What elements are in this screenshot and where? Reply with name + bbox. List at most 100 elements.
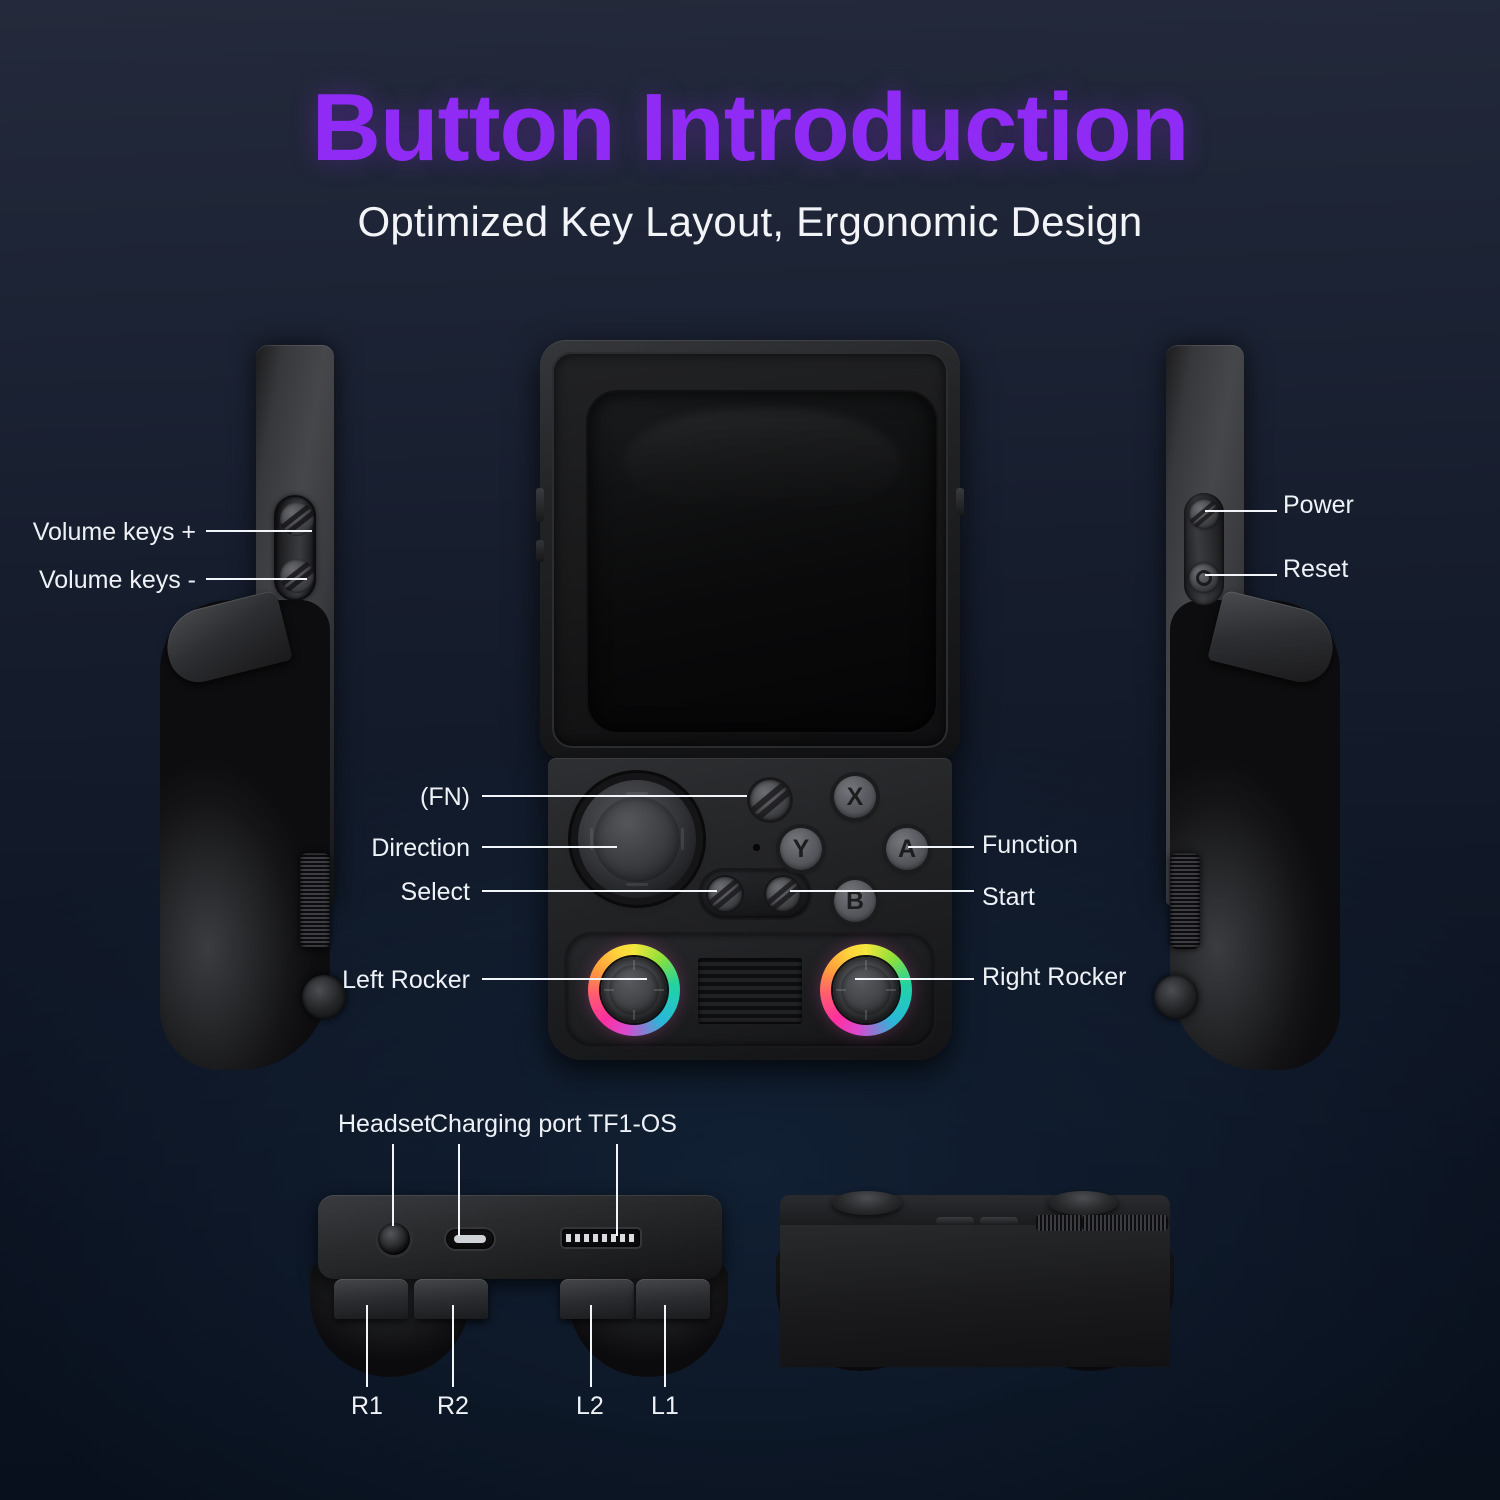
callout-tf-leader [616,1144,618,1236]
front-upper-shell [536,340,964,760]
callout-headset-label: Headset [338,1110,432,1138]
back-view-bar-2 [980,1217,1018,1225]
callout-tf-label: TF1-OS [588,1110,677,1138]
front-left-volume-edge-2 [536,540,544,562]
trigger-r1[interactable] [334,1279,408,1319]
callout-direction-label: Direction [371,834,470,862]
callout-l2-label: L2 [576,1392,604,1420]
callout-headset-leader [392,1144,394,1226]
select-button[interactable] [708,877,742,911]
callout-function-leader [908,846,974,848]
speaker-grille [698,958,802,1024]
volume-down-key[interactable] [280,559,314,593]
front-lower-shell: X Y A B [548,758,952,1060]
microphone-pinhole [753,844,760,851]
callout-start-leader [790,890,974,892]
left-rocker[interactable] [588,944,680,1036]
back-view-body [780,1217,1170,1367]
back-view-right-stick [1048,1191,1118,1215]
right-rocker-stick[interactable] [833,957,899,1023]
callout-volume-down-label: Volume keys - [38,566,196,594]
trigger-l2[interactable] [560,1279,634,1319]
callout-fn-label: (FN) [420,783,470,811]
dpad-down-mark [626,883,648,886]
left-rocker-stick[interactable] [601,957,667,1023]
screen-bezel [552,352,948,748]
device-right-side-view [1140,345,1341,1070]
back-view-bar-1 [936,1217,974,1225]
callout-function-label: Function [982,831,1078,859]
rocker-panel [566,934,934,1046]
front-right-power-edge [956,488,964,516]
callout-power-leader [1205,510,1277,512]
back-view-left-stick [832,1191,902,1215]
select-start-bar [700,870,810,918]
button-a[interactable]: A [886,828,928,870]
start-button[interactable] [766,877,800,911]
device-back-view [770,1191,1180,1400]
display-screen[interactable] [588,392,936,732]
callout-select-label: Select [400,878,470,906]
callout-power-label: Power [1283,491,1354,519]
callout-r1-label: R1 [351,1392,383,1420]
device-left-side-view [159,345,360,1070]
screen-gloss [622,409,902,518]
charging-port[interactable] [446,1229,494,1249]
callout-right-rocker-leader [855,978,974,980]
left-rocker-tick-left [604,989,614,991]
button-x[interactable]: X [834,776,876,818]
page-subtitle: Optimized Key Layout, Ergonomic Design [357,198,1143,245]
callout-volume-down-leader [206,578,307,580]
button-y[interactable]: Y [780,828,822,870]
callout-charging-leader [458,1144,460,1236]
callout-charging-label: Charging port [430,1110,582,1138]
right-side-scroll-wheel [1170,853,1200,949]
left-rocker-tick-up [633,960,635,970]
front-left-volume-edge [536,488,544,522]
callout-l2-leader [590,1305,592,1387]
callout-right-rocker-label: Right Rocker [982,963,1127,991]
page-title: Button Introduction [311,74,1190,181]
dpad-left-mark [590,828,593,850]
reset-button[interactable] [1189,563,1219,593]
callout-r2-label: R2 [437,1392,469,1420]
right-side-jack [1154,975,1198,1019]
back-view-wheel-2 [1082,1215,1168,1231]
callout-volume-up-leader [206,530,312,532]
right-rocker-tick-right [886,989,896,991]
dpad-up-mark [626,792,648,795]
power-button[interactable] [1189,499,1219,529]
dpad-right-mark [681,828,684,850]
callout-left-rocker-leader [482,978,647,980]
callout-direction-leader [482,846,617,848]
left-rocker-tick-right [654,989,664,991]
callout-r1-leader [366,1305,368,1387]
right-rocker[interactable] [820,944,912,1036]
callout-select-leader [482,890,717,892]
left-side-jack [302,975,346,1019]
callout-reset-label: Reset [1283,555,1349,583]
callout-l1-label: L1 [651,1392,679,1420]
direction-pad[interactable] [578,780,696,898]
callout-fn-leader [482,795,747,797]
left-rocker-tick-down [633,1010,635,1020]
trigger-r2[interactable] [414,1279,488,1319]
callout-l1-leader [664,1305,666,1387]
fn-button[interactable] [750,780,790,820]
tf-card-slot[interactable] [562,1229,640,1247]
trigger-l1[interactable] [636,1279,710,1319]
device-top-edge-view [310,1195,730,1400]
callout-left-rocker-label: Left Rocker [342,966,470,994]
callout-r2-leader [452,1305,454,1387]
callout-volume-up-label: Volume keys + [32,518,196,546]
right-rocker-tick-up [865,960,867,970]
callout-start-label: Start [982,883,1035,911]
device-front-view: X Y A B [536,340,964,1060]
right-rocker-tick-down [865,1010,867,1020]
volume-key-pad[interactable] [274,495,316,601]
button-b[interactable]: B [834,880,876,922]
right-rocker-tick-left [836,989,846,991]
headset-jack-port[interactable] [378,1223,410,1255]
callout-reset-leader [1205,574,1277,576]
